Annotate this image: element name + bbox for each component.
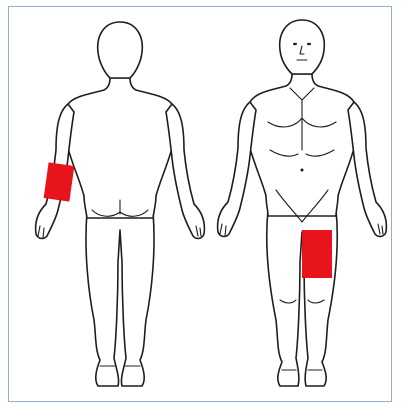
back-torso <box>64 78 175 218</box>
front-view-figure <box>218 20 387 386</box>
front-navel <box>301 169 304 172</box>
back-arm-right <box>166 104 204 239</box>
front-arm-right <box>348 102 386 237</box>
marked-region-front-thigh <box>302 230 332 278</box>
front-eye-left <box>293 43 297 45</box>
front-arm-left <box>218 102 256 237</box>
back-view-figure <box>36 22 205 386</box>
back-legs <box>86 212 154 386</box>
back-head <box>98 22 143 78</box>
marked-region-back-forearm <box>44 162 75 201</box>
front-eye-right <box>307 43 311 45</box>
